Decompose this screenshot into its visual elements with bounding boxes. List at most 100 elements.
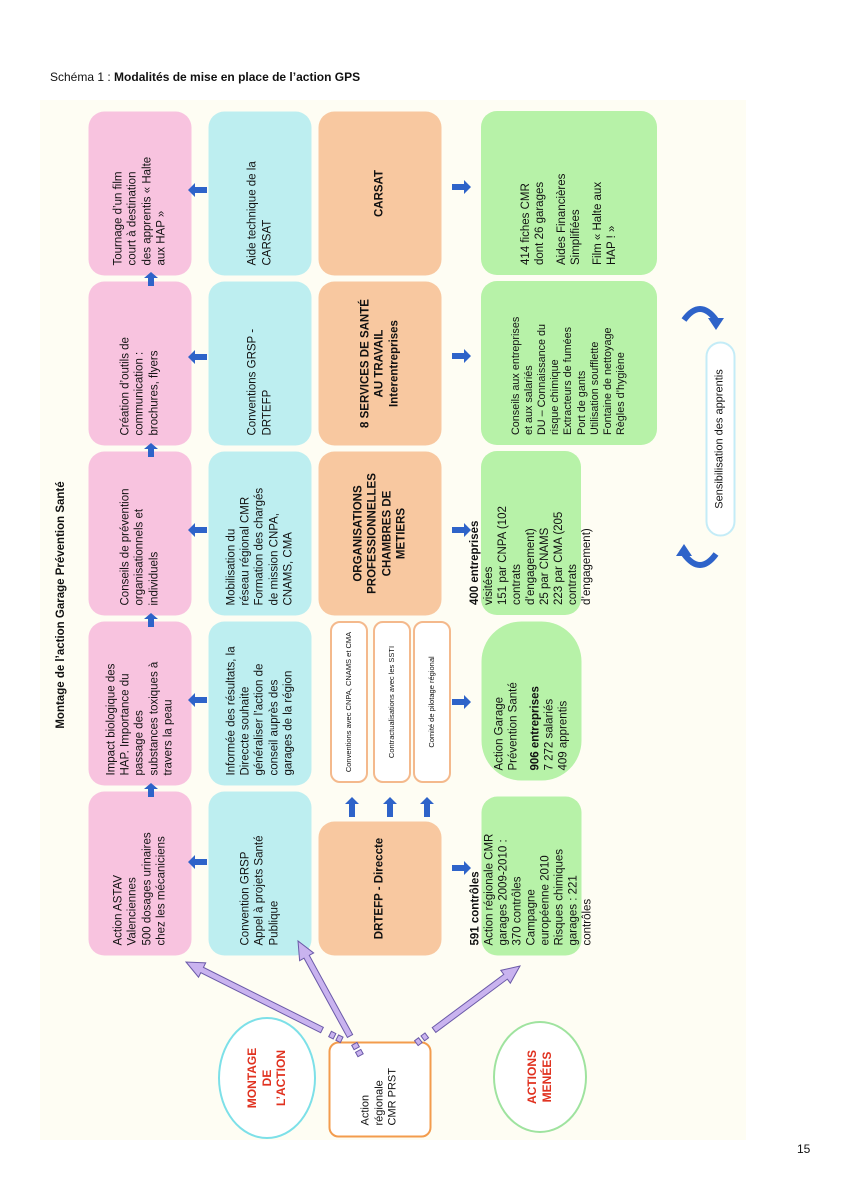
text-line: Action ASTAV	[112, 874, 125, 945]
text-line: Port de gants	[575, 370, 588, 435]
text-line: CARSAT	[260, 219, 273, 265]
actor-label: CARSAT	[373, 169, 386, 217]
small-box-label: Conventions avec CNPA, CNAMS et CMA	[344, 631, 354, 773]
text-line: contrôles	[581, 898, 594, 945]
text-line: Formation des chargés	[253, 487, 266, 605]
text-line: Aides Financières	[555, 173, 568, 265]
context-box-4: Conventions GRSP -DRTEFP	[208, 281, 311, 445]
text-line: Convention GRSP	[239, 851, 252, 945]
small-box-1: Conventions avec CNPA, CNAMS et CMA	[330, 621, 368, 783]
text-line	[583, 121, 591, 265]
small-box-3: Comité de pilotage régional	[413, 621, 451, 783]
text-line: CNAMS, CMA	[281, 531, 294, 605]
text-line: Film « Halte aux	[592, 181, 605, 265]
small-box-2: Contractualisations avec les SSTI	[373, 621, 411, 783]
text-line: ACTIONS	[525, 1050, 540, 1104]
text-line: Règles d’hygiène	[615, 352, 628, 435]
text-line: AU TRAVAIL	[373, 329, 386, 397]
result-headline: 591 contrôles	[468, 870, 481, 945]
text-line: 409 apprentis	[557, 700, 570, 770]
text-line: réseau régional CMR	[239, 496, 252, 605]
text-line: Prévention Santé	[506, 681, 519, 770]
text-line: CMR PRST	[386, 1067, 399, 1125]
diagram-title: Montage de l’action Garage Prévention Sa…	[46, 440, 76, 770]
text-line: CHAMBRES DE	[380, 490, 393, 576]
text-line: Appel à projets Santé	[253, 835, 266, 945]
text-line: court à destination	[126, 171, 139, 265]
text-line: garages 2009-2010 :	[496, 838, 509, 945]
spacer	[520, 631, 528, 770]
text-line: DE	[259, 1069, 274, 1087]
text-line: 151 par CNPA (102	[496, 506, 509, 605]
text-line: communication :	[133, 351, 146, 435]
text-line: contrats	[510, 564, 523, 605]
text-line: Tournage d’un film	[112, 171, 125, 265]
text-line: d’engagement)	[525, 528, 537, 605]
text-line: Aide technique de la	[246, 160, 259, 265]
text-line: et aux salariés	[522, 365, 535, 435]
small-box-label: Contractualisations avec les SSTI	[387, 645, 397, 759]
text-line: chez les mécaniciens	[154, 835, 167, 945]
text-line: d’engagement)	[581, 528, 594, 605]
text-line: DRTEFP	[260, 389, 273, 435]
text-line: brochures, flyers	[147, 349, 160, 435]
text-line: conseil auprès des	[267, 679, 280, 775]
text-line	[547, 121, 555, 265]
text-line: HAP. Importance du	[119, 672, 132, 775]
text-line: Action régionale CMR	[482, 833, 495, 945]
diagram-title-text: Montage de l’action Garage Prévention Sa…	[54, 481, 67, 729]
sensibilisation-label: Sensibilisation des apprentis	[713, 368, 726, 509]
text-line: MONTAGE	[245, 1047, 260, 1109]
text-line: HAP ! »	[606, 225, 619, 265]
actor-carsat: CARSAT	[318, 111, 441, 275]
text-line: METIERS	[394, 507, 407, 559]
text-line: Risques chimiques	[553, 848, 566, 945]
text-line: Conseils de prévention	[119, 488, 132, 605]
actor-drtefp: DRTEFP - Direccte	[318, 821, 441, 955]
small-box-label: Comité de pilotage régional	[427, 656, 437, 748]
sensibilisation-box: Sensibilisation des apprentis	[705, 341, 735, 536]
text-line: 370 contrôles	[510, 875, 523, 945]
text-line: Conseils aux entreprises	[509, 316, 522, 435]
text-line: Action	[359, 1094, 372, 1125]
text-line: Mobilisation du	[225, 528, 238, 605]
text-line: Direccte souhaite	[239, 686, 252, 775]
caption: Schéma 1 : Modalités de mise en place de…	[50, 70, 361, 84]
text-line: Interentreprises	[387, 319, 400, 407]
text-line: Informée des résultats, la	[225, 645, 238, 775]
text-line: contrats	[567, 564, 580, 605]
text-line: de mission CNPA,	[267, 512, 280, 605]
text-line: 7 272 salariés	[543, 698, 555, 770]
text-line: PROFESSIONNELLES	[366, 472, 379, 594]
text-line: garages : 221	[567, 874, 580, 945]
text-line: 223 par CMA (205	[553, 511, 566, 605]
result-headline: 400 entreprises	[468, 520, 481, 605]
text-line: généraliser l’action de	[253, 663, 266, 775]
text-line: MENÉES	[540, 1051, 554, 1103]
text-line: Conventions GRSP -	[246, 328, 259, 435]
text-line: individuels	[147, 551, 160, 605]
text-line: Extracteurs de fumées	[562, 326, 575, 435]
text-line: 8 SERVICES DE SANTÉ	[359, 298, 372, 428]
text-line: Campagne	[525, 888, 537, 945]
text-line: Simplifiées	[570, 209, 582, 265]
result-headline: 906 entreprises	[528, 685, 541, 770]
text-line: organisationnels et	[133, 508, 146, 605]
text-line: Valenciennes	[126, 876, 139, 945]
text-line: travers la peau	[161, 698, 174, 775]
text-line: substances toxiques à	[147, 661, 160, 775]
